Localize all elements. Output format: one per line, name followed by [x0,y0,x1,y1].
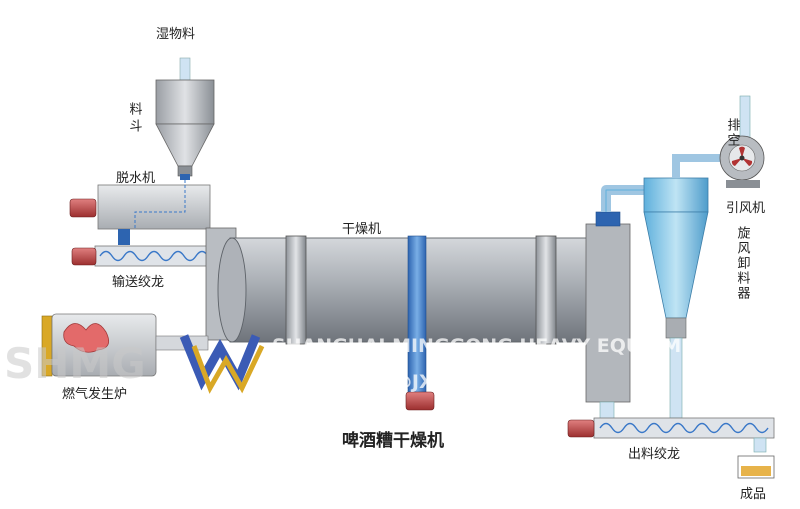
dewatering-motor [69,198,97,218]
dewatering-outlet-pipe [118,229,130,245]
dryer-drive-motor [405,391,435,411]
label-wet-material: 湿物料 [156,27,195,42]
label-product: 成品 [740,487,766,502]
label-induced-fan: 引风机 [726,201,765,216]
discharge-motor [567,419,595,438]
watermark-logo-text: SHMG [4,339,146,388]
diagram-title: 啤酒糟干燥机 [342,430,444,451]
watermark-company: SHANGHAI MINGGONG HEAVY EQUIPMENT [272,335,723,357]
label-exhaust: 排空 [725,118,741,148]
cyclone-separator [601,154,722,419]
labels: 湿物料 料斗 脱水机 输送绞龙 干燥机 排空 引风机 旋风卸料器 燃气发生炉 出… [62,27,766,502]
label-hot-air-furnace: 燃气发生炉 [62,386,127,402]
hopper [155,57,215,180]
label-dewatering-machine: 脱水机 [116,171,155,186]
label-conveyor-screw: 输送绞龙 [112,274,164,290]
dewatering-machine [69,180,211,245]
label-discharge-screw: 出料绞龙 [628,446,680,462]
exhaust-pipe [739,95,751,143]
company-logo-icon [179,334,265,394]
product-bin [737,455,775,479]
conveyor-screw [71,245,209,267]
dryer-discharge-hood [585,223,631,403]
induced-fan [719,95,765,188]
dryer-tire-ring-right [535,235,557,345]
discharge-screw [567,417,775,453]
conveyor-motor [71,247,97,266]
flame-icon [63,323,110,353]
fan-icon [731,146,753,166]
watermark: SHMG SHANGHAI MINGGONG HEAVY EQUIPMENT E… [4,334,723,394]
label-cyclone: 旋风卸料器 [735,226,751,301]
dryer-tire-ring-left [285,235,307,345]
label-dryer: 干燥机 [342,222,381,237]
dryer-drum [205,211,631,421]
watermark-email: E-MAIL: MJJ@JXJQ.COM [272,371,513,393]
label-hopper: 料斗 [127,102,143,136]
